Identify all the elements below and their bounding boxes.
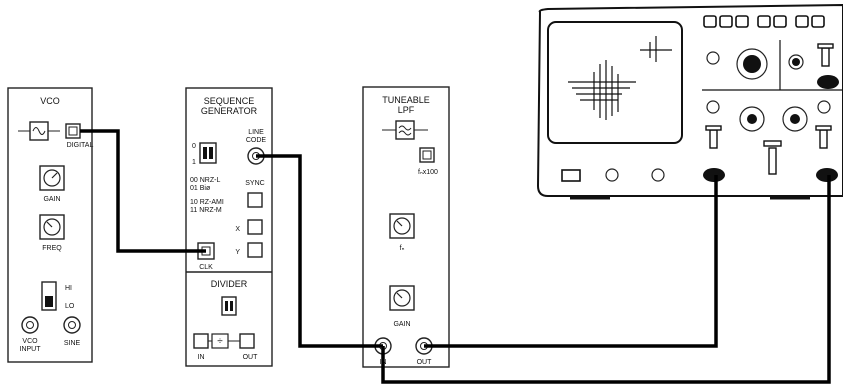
wire-lpf-in-to-scope-ch2 (381, 175, 831, 384)
lpf-title-2: LPF (398, 105, 415, 115)
scope-small-knob-1[interactable] (706, 51, 720, 65)
scope-button-7[interactable] (811, 15, 825, 28)
seqgen-sync-socket[interactable] (247, 192, 263, 208)
vco-title: VCO (40, 96, 60, 106)
vco-module: VCO DIGITAL GAIN FREQ HI LO VCO INPUT SI… (7, 87, 94, 363)
tuneable-lpf-module: TUNEABLE LPF fₙx100 fₙ GAIN IN OUT (362, 86, 450, 368)
seqgen-title-1: SEQUENCE (204, 96, 255, 106)
divider-symbol: ÷ (217, 336, 223, 347)
vco-freq-label: FREQ (42, 245, 62, 252)
seqgen-title-2: GENERATOR (201, 106, 258, 116)
seqgen-x-socket[interactable] (247, 219, 263, 235)
vco-gain-label: GAIN (43, 196, 60, 203)
scope-small-knob-3[interactable] (817, 100, 831, 114)
lpf-title-1: TUNEABLE (382, 95, 430, 105)
divider-title: DIVIDER (211, 279, 248, 289)
scope-button-3[interactable] (735, 15, 749, 28)
scope-ch1-input-connector[interactable] (703, 168, 725, 182)
vco-lo-label: LO (65, 303, 75, 310)
divider-out-socket[interactable] (239, 333, 255, 349)
sequence-generator-module: SEQUENCE GENERATOR 0 1 LINE CODE 00 NRZ-… (185, 87, 273, 367)
seqgen-code-dip-switch[interactable] (199, 142, 217, 164)
scope-focus-knob-inner (792, 58, 800, 66)
seqgen-sync-label: SYNC (245, 180, 264, 187)
scope-ch2-knob-inner (790, 114, 800, 124)
seqgen-code-10: 10 RZ-AMI (190, 199, 224, 206)
seqgen-code-11: 11 NRZ-M (190, 207, 222, 214)
seqgen-code-00: 00 NRZ-L (190, 177, 220, 184)
seqgen-clk-label: CLK (199, 264, 213, 271)
lpf-out-label: OUT (417, 359, 433, 366)
vco-input-label-2: INPUT (20, 346, 42, 353)
scope-ch2-input-connector[interactable] (816, 168, 838, 182)
divider-out-label: OUT (243, 354, 259, 361)
scope-bottom-knob-2[interactable] (651, 168, 665, 182)
vco-hi-label: HI (65, 285, 72, 292)
divider-in-socket[interactable] (193, 333, 209, 349)
scope-button-6[interactable] (795, 15, 809, 28)
scope-slide-switches[interactable] (705, 43, 834, 175)
scope-small-knob-2[interactable] (706, 100, 720, 114)
scope-intensity-knob-inner (743, 55, 761, 73)
seqgen-switch-1: 1 (192, 159, 196, 166)
scope-button-1[interactable] (703, 15, 717, 28)
scope-bottom-knob-1[interactable] (605, 168, 619, 182)
oscilloscope-top-buttons[interactable] (703, 15, 825, 28)
seqgen-x-label: X (235, 226, 240, 233)
patch-wires (80, 129, 831, 384)
scope-probe-top-right (817, 75, 839, 89)
lpf-gain-label: GAIN (393, 321, 410, 328)
vco-sine-label: SINE (64, 340, 81, 347)
divider-dip-switch[interactable] (221, 296, 237, 316)
oscilloscope (536, 3, 843, 200)
oscilloscope-knobs[interactable] (561, 48, 831, 182)
seqgen-y-label: Y (235, 249, 240, 256)
seqgen-code-01: 01 Biø (190, 185, 211, 192)
scope-ch1-knob-inner (747, 114, 757, 124)
seqgen-line-code-label-2: CODE (246, 137, 267, 144)
scope-button-5[interactable] (773, 15, 787, 28)
lpf-fc-knob-label: fₙ (400, 245, 405, 252)
vco-digital-label: DIGITAL (67, 142, 94, 149)
scope-button-4[interactable] (757, 15, 771, 28)
seqgen-switch-0: 0 (192, 143, 196, 150)
scope-power-button[interactable] (561, 169, 581, 182)
lpf-fc-label: fₙx100 (418, 169, 438, 176)
wire-line-code-to-lpf-in (256, 154, 383, 348)
vco-input-label-1: VCO (22, 338, 38, 345)
crosshair-trace-icon (568, 36, 672, 120)
seqgen-line-code-label-1: LINE (248, 129, 264, 136)
divider-in-label: IN (198, 354, 205, 361)
wire-lpf-out-to-scope-ch1 (424, 175, 718, 348)
scope-button-2[interactable] (719, 15, 733, 28)
lowpass-filter-icon (395, 120, 415, 140)
seqgen-y-socket[interactable] (247, 242, 263, 258)
wire-vco-digital-to-clk (80, 129, 206, 253)
